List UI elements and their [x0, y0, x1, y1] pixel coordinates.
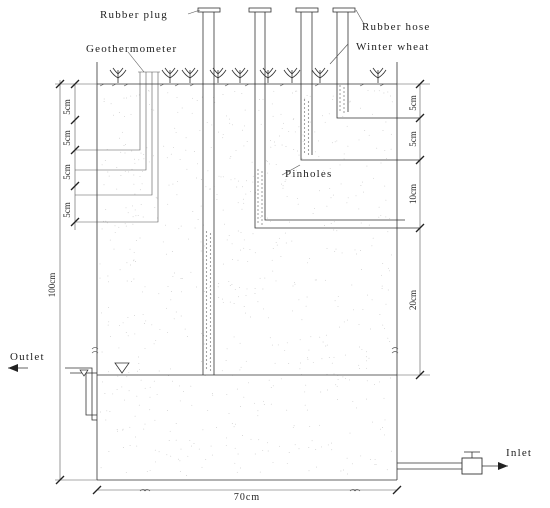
observation-tube-3	[295, 7, 420, 161]
outlet-arrow-icon	[8, 364, 18, 372]
label-leaders	[187, 9, 365, 176]
wheat-plant	[259, 67, 277, 83]
wheat-plant	[231, 67, 249, 83]
soil-texture	[99, 89, 393, 476]
label-pinholes: Pinholes	[285, 168, 333, 180]
wheat-plant	[161, 67, 179, 83]
inlet-assembly	[397, 451, 508, 475]
wheat-plant	[181, 67, 199, 83]
label-outlet: Outlet	[10, 351, 45, 363]
rubber-plug-tube	[197, 7, 221, 375]
winter-wheat-plants	[109, 67, 387, 83]
label-geothermometer: Geothermometer	[86, 43, 177, 55]
rubber-hose-tube	[332, 7, 420, 119]
wheat-plant	[283, 67, 301, 83]
dim-width-70cm: 70cm	[234, 492, 260, 503]
wheat-plant	[311, 67, 329, 83]
dim-left-5cm-1: 5cm	[62, 99, 72, 115]
left-dimension-chain	[55, 79, 97, 485]
inlet-arrow-icon	[498, 462, 508, 470]
dim-right-5cm-2: 5cm	[408, 131, 418, 147]
water-level-marker	[114, 362, 130, 374]
dim-right-10cm: 10cm	[408, 184, 418, 204]
dim-left-5cm-4: 5cm	[62, 202, 72, 218]
wheat-plant	[209, 67, 227, 83]
wheat-plant	[369, 67, 387, 83]
soil-column-container	[91, 62, 399, 481]
outlet-assembly	[8, 362, 130, 421]
label-rubber-hose: Rubber hose	[362, 21, 431, 33]
label-winter-wheat: Winter wheat	[356, 41, 430, 53]
dim-height-100cm: 100cm	[47, 273, 57, 298]
right-dimension-chain	[397, 79, 430, 380]
soil-surface-hatch	[99, 83, 385, 87]
wheat-plant	[109, 67, 127, 83]
bottom-dimension	[92, 485, 402, 495]
geothermometer-probes	[75, 51, 160, 223]
label-rubber-plug: Rubber plug	[100, 9, 168, 21]
inlet-valve-icon	[461, 457, 483, 475]
dim-left-5cm-3: 5cm	[62, 164, 72, 180]
label-inlet: Inlet	[506, 447, 532, 459]
dim-right-20cm: 20cm	[408, 290, 418, 310]
dim-left-5cm-2: 5cm	[62, 130, 72, 146]
observation-tube-2	[248, 7, 420, 229]
dim-right-5cm-1: 5cm	[408, 95, 418, 111]
